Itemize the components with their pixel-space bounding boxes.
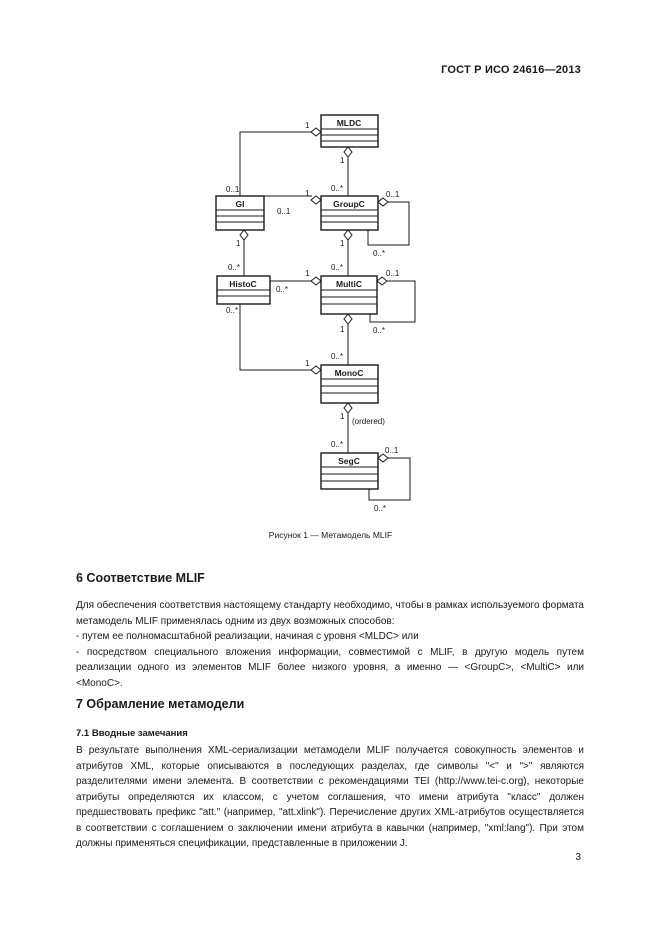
diamond-segc-right bbox=[377, 453, 389, 463]
label-monoc: MonoC bbox=[335, 368, 364, 378]
section-7-heading: 7 Обрамление метамодели bbox=[76, 697, 245, 711]
section-6-body: Для обеспечения соответствия настоящему … bbox=[76, 598, 584, 691]
section-6-heading: 6 Соответствие MLIF bbox=[76, 571, 205, 585]
class-multic bbox=[320, 275, 378, 315]
diamond-multic-left bbox=[310, 276, 322, 286]
diamond-multic-right bbox=[376, 276, 388, 286]
loop-multic bbox=[369, 280, 416, 323]
mult-monoc-bottom: 1 bbox=[340, 412, 345, 421]
mult-histoc-bottom: 0..* bbox=[226, 306, 238, 315]
diamond-groupc-bottom bbox=[343, 229, 353, 241]
mult-multic-self-many: 0..* bbox=[373, 326, 385, 335]
diamond-monoc-left bbox=[310, 365, 322, 375]
section-7-1-body: В результате выполнения XML-сериализации… bbox=[76, 743, 584, 852]
class-groupc bbox=[320, 195, 379, 231]
mult-segc-self-one: 0..1 bbox=[385, 446, 399, 455]
mult-gi-groupc-one: 1 bbox=[305, 189, 310, 198]
label-multic: MultiC bbox=[336, 279, 362, 289]
diamond-monoc-bottom bbox=[343, 402, 353, 414]
mult-histoc-multic-one: 1 bbox=[305, 269, 310, 278]
mult-histoc-top: 0..* bbox=[228, 263, 240, 272]
class-segc bbox=[320, 452, 379, 490]
class-mldc bbox=[320, 114, 379, 148]
mult-groupc-top: 0..* bbox=[331, 184, 343, 193]
assoc-histoc-monoc bbox=[239, 304, 312, 371]
document-id: ГОСТ Р ИСО 24616—2013 bbox=[441, 64, 581, 76]
mult-histoc-multic-many: 0..* bbox=[276, 285, 288, 294]
section-7-1-paragraph: В результате выполнения XML-сериализации… bbox=[76, 745, 584, 849]
mult-gi-groupc-zero: 0..1 bbox=[277, 207, 291, 216]
mult-groupc-self-many: 0..* bbox=[373, 249, 385, 258]
mult-groupc-self-one: 0..1 bbox=[386, 190, 400, 199]
mult-gi-top: 0..1 bbox=[226, 185, 240, 194]
diamond-mldc-bottom bbox=[343, 146, 353, 158]
mult-segc-top: 0..* bbox=[331, 440, 343, 449]
mult-gi-bottom: 1 bbox=[236, 239, 241, 248]
diamond-groupc-left bbox=[310, 195, 322, 205]
diamond-groupc-right bbox=[377, 197, 389, 207]
loop-segc bbox=[368, 457, 411, 501]
mult-histoc-monoc-one: 1 bbox=[305, 359, 310, 368]
diamond-multic-bottom bbox=[343, 313, 353, 325]
mult-mldc-groupc: 1 bbox=[340, 156, 345, 165]
mult-multic-self-one: 0..1 bbox=[386, 269, 400, 278]
section-6-intro: Для обеспечения соответствия настоящему … bbox=[76, 600, 584, 627]
label-mldc: MLDC bbox=[337, 118, 362, 128]
mult-multic-top: 0..* bbox=[331, 263, 343, 272]
label-ordered: (ordered) bbox=[352, 417, 385, 426]
mult-multic-bottom: 1 bbox=[340, 325, 345, 334]
mlif-metamodel-diagram: MLDC GI GroupC HistoC MultiC MonoC SegC … bbox=[215, 114, 416, 513]
diamond-gi-bottom bbox=[239, 229, 249, 241]
figure-caption: Рисунок 1 — Метамодель MLIF bbox=[268, 530, 393, 540]
section-6-item-1: - путем ее полномасштабной реализации, н… bbox=[76, 631, 419, 642]
class-monoc bbox=[320, 364, 379, 404]
section-7-1-heading: 7.1 Вводные замечания bbox=[76, 728, 188, 739]
diamond-mldc-left bbox=[310, 127, 322, 137]
mult-groupc-bottom: 1 bbox=[340, 239, 345, 248]
assoc-mldc-gi bbox=[239, 131, 312, 196]
mult-monoc-top: 0..* bbox=[331, 352, 343, 361]
page-number: 3 bbox=[575, 852, 581, 863]
label-histoc: HistoC bbox=[229, 279, 256, 289]
label-gi: GI bbox=[236, 199, 245, 209]
section-6-item-2: - посредством специального вложения инфо… bbox=[76, 646, 584, 689]
label-segc: SegC bbox=[338, 456, 360, 466]
mult-segc-self-many: 0..* bbox=[374, 504, 386, 513]
class-gi bbox=[215, 195, 265, 231]
mult-mldc-gi: 1 bbox=[305, 121, 310, 130]
label-groupc: GroupC bbox=[333, 199, 365, 209]
loop-groupc bbox=[367, 201, 410, 246]
